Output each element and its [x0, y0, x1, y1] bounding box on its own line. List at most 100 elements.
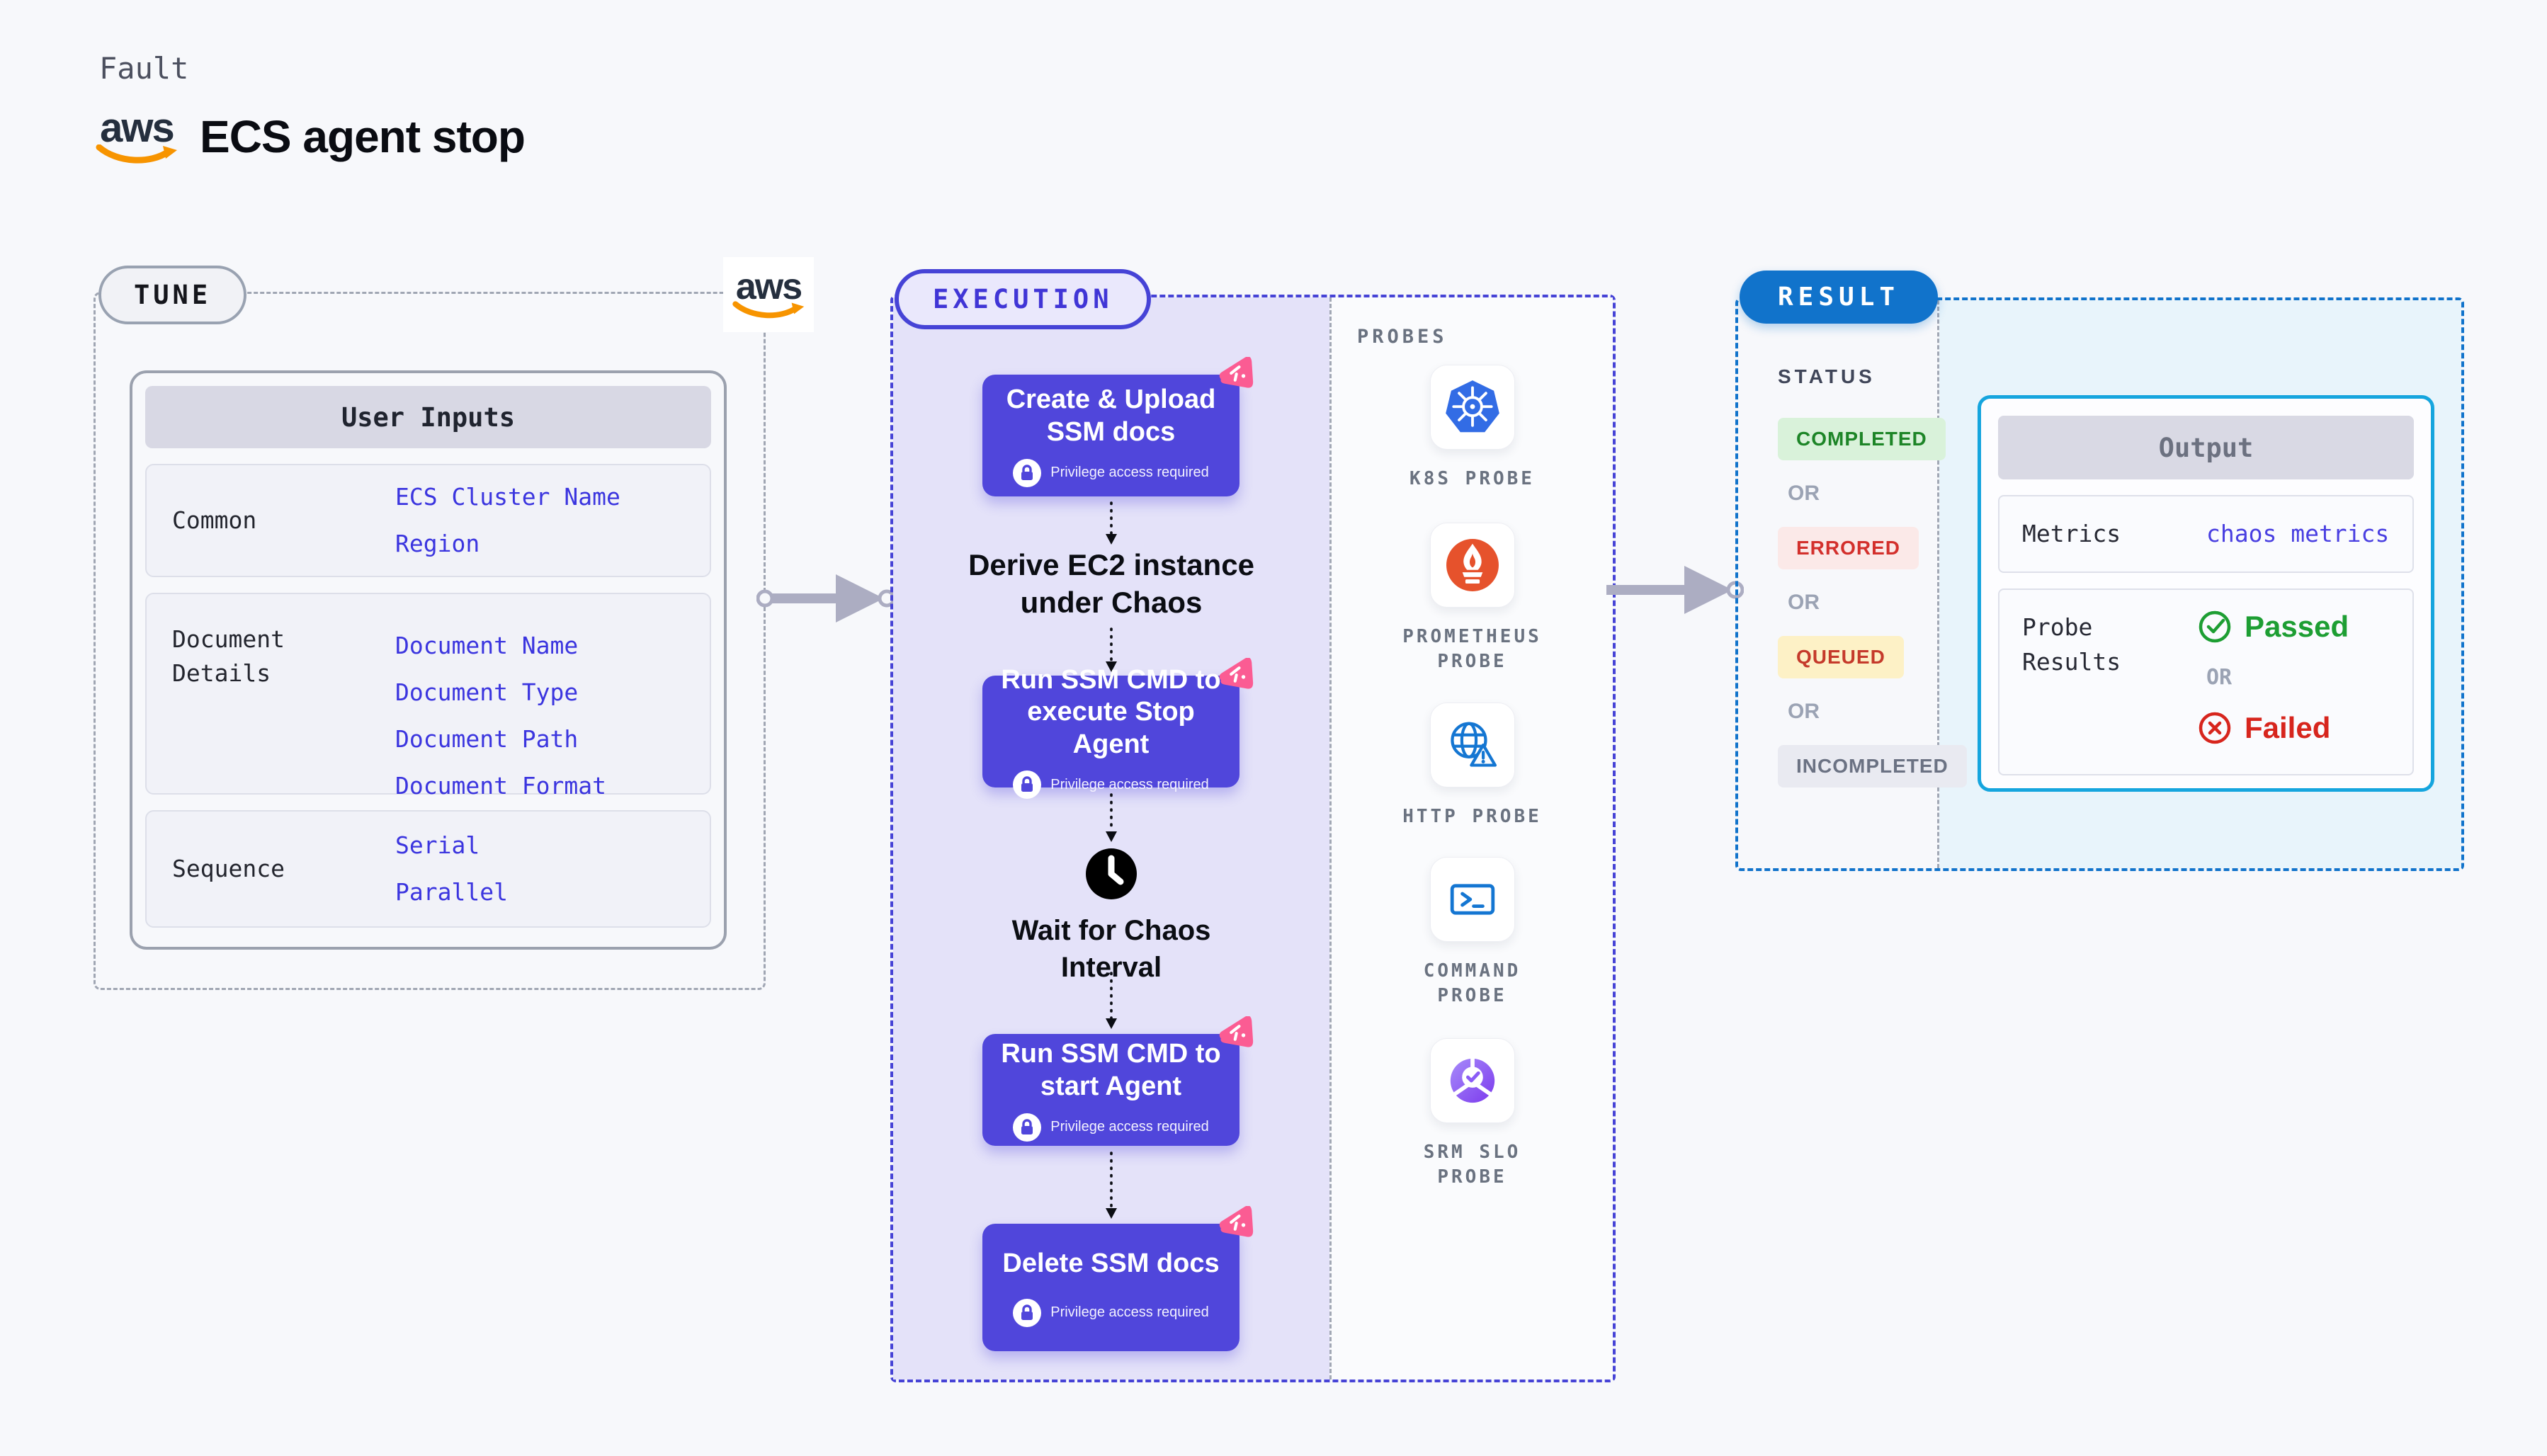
or-label: OR: [1788, 591, 1820, 614]
result-pill: RESULT: [1740, 271, 1939, 324]
step-title: Run SSM CMD to start Agent: [1001, 1039, 1221, 1101]
input-link[interactable]: Document Type: [395, 678, 579, 706]
probe-label: SRM SLO PROBE: [1423, 1142, 1521, 1188]
input-group-common: Common ECS Cluster Name Region: [145, 464, 711, 577]
output-header: Output: [1998, 416, 2414, 479]
probe-card: [1429, 1038, 1515, 1123]
or-label: OR: [1788, 482, 1820, 505]
user-inputs-table: User Inputs Common ECS Cluster Name Regi…: [130, 370, 727, 950]
output-card: Output Metrics chaos metrics Probe Resul…: [1978, 395, 2434, 792]
tune-to-execution-arrow: [756, 574, 895, 622]
status-title: STATUS: [1778, 365, 1876, 387]
privilege-label: Privilege access required: [1050, 1304, 1209, 1321]
status-badge-completed: COMPLETED: [1778, 418, 1946, 460]
input-group-label: Document Details: [172, 625, 285, 687]
chaos-metrics-link[interactable]: chaos metrics: [2206, 520, 2390, 548]
status-badge-incompleted: INCOMPLETED: [1778, 745, 1967, 787]
page-header: aws ECS agent stop: [95, 108, 526, 166]
result-section: RESULT STATUS COMPLETED OR ERRORED OR QU…: [1735, 271, 2464, 871]
probe-label: HTTP PROBE: [1402, 806, 1542, 827]
failed-row: Failed: [2198, 711, 2349, 745]
input-group-sequence: Sequence Serial Parallel: [145, 810, 711, 928]
input-link[interactable]: Parallel: [395, 878, 508, 906]
status-column: STATUS COMPLETED OR ERRORED OR QUEUED OR…: [1778, 365, 1967, 787]
status-badge-errored: ERRORED: [1778, 527, 1919, 569]
failed-label: Failed: [2245, 710, 2331, 744]
clock-icon: [1086, 848, 1137, 899]
execution-section: PROBES EXECUTION Create & Upload SSM doc…: [890, 269, 1616, 1382]
aws-logo: aws: [95, 108, 178, 166]
input-group-label: Common: [172, 506, 257, 535]
input-link[interactable]: Document Path: [395, 725, 579, 753]
aws-wordmark: aws: [100, 105, 175, 151]
input-link[interactable]: ECS Cluster Name: [395, 483, 620, 511]
probe-card: [1429, 703, 1515, 787]
step-wait-for-chaos-interval: Wait for Chaos Interval: [893, 847, 1329, 986]
step-run-ssm-cmd-start-agent: Run SSM CMD to start Agent Privilege acc…: [982, 1016, 1254, 1146]
page-title: ECS agent stop: [200, 111, 526, 162]
step-derive-ec2-instance: Derive EC2 instance under Chaos: [893, 547, 1329, 621]
probe-card: [1429, 523, 1515, 608]
step-title: Create & Upload SSM docs: [1006, 385, 1216, 447]
probe-k8s: K8S PROBE: [1332, 365, 1613, 491]
aws-smile-icon: [732, 301, 805, 319]
lock-icon: [1013, 1113, 1042, 1142]
probe-command: COMMAND PROBE: [1332, 857, 1613, 1008]
http-globe-icon: [1450, 722, 1497, 767]
fault-kind-label: Fault: [99, 51, 189, 86]
privilege-label: Privilege access required: [1050, 465, 1209, 481]
probe-http: HTTP PROBE: [1332, 703, 1613, 829]
passed-label: Passed: [2245, 609, 2349, 643]
step-title: Run SSM CMD to execute Stop Agent: [1001, 664, 1221, 759]
execution-to-result-arrow: [1606, 566, 1744, 614]
flow-connector-arrow: [1106, 501, 1117, 545]
flow-connector-arrow: [1106, 793, 1117, 842]
step-create-upload-ssm-docs: Create & Upload SSM docs Privilege acces…: [982, 357, 1254, 496]
aws-wordmark: aws: [735, 266, 802, 307]
user-inputs-header: User Inputs: [145, 386, 711, 448]
chaos-fault-icon: [1219, 1016, 1254, 1047]
aws-corner-logo: aws: [723, 257, 814, 332]
result-divider: [1937, 300, 1939, 868]
step-run-ssm-cmd-stop-agent: Run SSM CMD to execute Stop Agent Privil…: [982, 658, 1254, 800]
step-title: Wait for Chaos Interval: [1011, 915, 1211, 983]
chaos-fault-icon: [1219, 357, 1254, 388]
lock-icon: [1013, 458, 1042, 487]
privilege-badge: Privilege access required: [1013, 1298, 1209, 1327]
flow-connector-arrow: [1106, 1151, 1117, 1219]
input-link[interactable]: Document Name: [395, 632, 579, 659]
probe-results-label: Probe Results: [2022, 613, 2121, 676]
step-delete-ssm-docs: Delete SSM docs Privilege access require…: [982, 1206, 1254, 1351]
probes-column: PROBES: [1332, 297, 1613, 1380]
probes-title: PROBES: [1357, 326, 1448, 348]
passed-row: Passed: [2198, 610, 2349, 644]
privilege-badge: Privilege access required: [1013, 770, 1209, 800]
passed-check-icon: [2199, 610, 2231, 642]
input-link[interactable]: Region: [395, 530, 480, 557]
input-link[interactable]: Serial: [395, 831, 480, 859]
lock-icon: [1013, 770, 1042, 800]
probe-label: K8S PROBE: [1409, 468, 1535, 489]
input-link[interactable]: Document Format: [395, 772, 607, 800]
execution-pill: EXECUTION: [895, 269, 1152, 329]
tune-pill: TUNE: [98, 266, 247, 324]
probe-label: COMMAND PROBE: [1423, 960, 1521, 1007]
prometheus-icon: [1446, 539, 1499, 591]
tune-section: TUNE aws User Inputs Common ECS Cluster …: [93, 257, 814, 990]
aws-smile-icon: [96, 144, 177, 164]
execution-divider: [1329, 297, 1332, 1380]
probe-results-row: Probe Results Passed OR Failed: [1998, 588, 2414, 775]
or-label: OR: [2206, 664, 2233, 690]
probe-card: [1429, 365, 1515, 450]
input-group-label: Sequence: [172, 855, 285, 883]
probe-srm-slo: SRM SLO PROBE: [1332, 1038, 1613, 1190]
srm-slo-icon: [1450, 1056, 1494, 1103]
terminal-icon: [1450, 884, 1494, 915]
kubernetes-icon: [1445, 380, 1499, 433]
failed-x-icon: [2199, 712, 2231, 744]
input-group-document-details: Document Details Document Name Document …: [145, 593, 711, 800]
chaos-fault-icon: [1219, 658, 1254, 689]
probe-card: [1429, 857, 1515, 942]
privilege-badge: Privilege access required: [1013, 1113, 1209, 1142]
step-title: Delete SSM docs: [1002, 1249, 1220, 1279]
